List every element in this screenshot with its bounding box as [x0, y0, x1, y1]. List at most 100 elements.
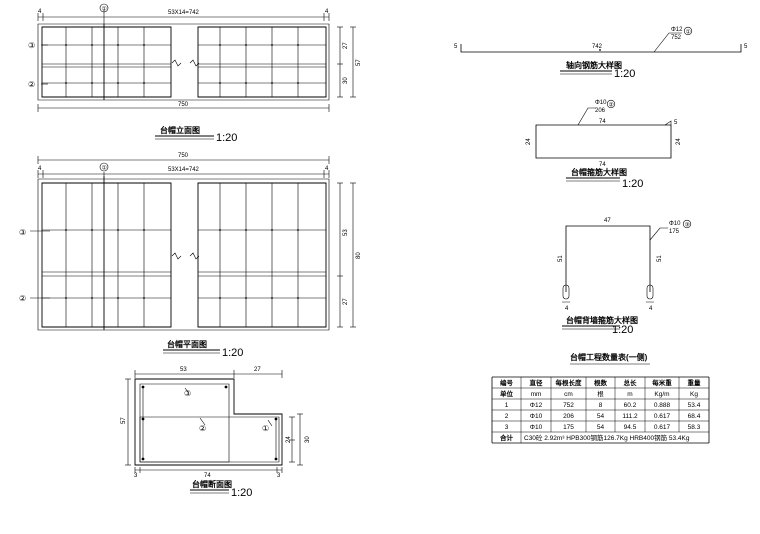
table-cell: 60.2	[624, 402, 637, 409]
plan-dim-top: 53X14=742	[168, 167, 200, 173]
plan-rebar-dots	[65, 229, 299, 299]
table-header-cell: 直径	[530, 378, 544, 387]
plan-dim-total: 750	[178, 153, 189, 159]
elevation-marker-2: ②	[28, 80, 35, 89]
section-dim-bottom: 74	[204, 473, 211, 479]
section-dim-right-b: 30	[305, 436, 311, 443]
table-cell: 752	[563, 402, 574, 409]
axial-detail	[461, 33, 741, 74]
section-dim-bottom-right: 3	[277, 473, 281, 479]
table-unit-cell: Kg/m	[654, 391, 669, 398]
backwall-marker-circle	[683, 220, 691, 228]
table-cell: 54	[597, 424, 605, 431]
plan-marker-top-circle	[100, 163, 108, 171]
elevation-dim-bottom: 750	[178, 102, 189, 108]
elevation-view	[38, 10, 356, 139]
stirrup-right: 24	[676, 138, 682, 145]
backwall-right: 51	[657, 255, 663, 262]
plan-title: 台帽平面图	[167, 339, 207, 349]
plan-dim-end-left: 4	[38, 166, 42, 172]
table-cell: 94.5	[624, 424, 637, 431]
stirrup-callout-dia: Φ10	[595, 100, 607, 106]
backwall-marker: ③	[685, 221, 690, 228]
table-header-cell: 重量	[688, 378, 702, 387]
table-cell: 68.4	[688, 413, 701, 420]
section-scale: 1:20	[231, 487, 252, 499]
table-header-cell: 编号	[500, 378, 514, 387]
section-view	[125, 370, 303, 493]
plan-view	[30, 156, 356, 353]
elevation-rebar-dots	[65, 44, 299, 84]
axial-marker: ①	[686, 28, 691, 35]
table-unit-cell: 单位	[500, 389, 514, 398]
plan-marker-top: ①	[102, 164, 107, 171]
table-cell: 53.4	[688, 402, 701, 409]
table-cell: Φ12	[530, 402, 543, 409]
table-unit-cell: 根	[597, 389, 604, 398]
plan-marker-2: ②	[19, 294, 26, 303]
elevation-title: 台帽立面图	[160, 125, 200, 135]
table-cell: Φ10	[530, 413, 543, 420]
backwall-callout-len: 175	[669, 229, 680, 235]
elevation-dim-top: 53X14=742	[168, 10, 200, 16]
table-title: 台帽工程数量表(一侧)	[570, 352, 648, 362]
table-total-text: C30砼 2.92m³ HPB300钢筋126.7Kg HRB400钢筋 53.…	[524, 433, 690, 442]
section-marker-3: ③	[184, 389, 191, 398]
table-cell: 54	[597, 413, 605, 420]
table-cell: 0.617	[654, 413, 671, 420]
stirrup-bottom: 74	[599, 162, 606, 168]
section-marker-1: ①	[262, 424, 269, 433]
table-cell: 3	[505, 424, 509, 431]
table-cell: Φ10	[530, 424, 543, 431]
stirrup-scale: 1:20	[622, 178, 643, 190]
backwall-top: 47	[604, 218, 611, 224]
plan-marker-3: ③	[19, 228, 26, 237]
table-header-cell: 每根长度	[556, 378, 583, 387]
table-cell: 2	[505, 413, 509, 420]
table-unit-cell: mm	[531, 391, 542, 398]
section-dim-right-a: 24	[286, 436, 292, 443]
elevation-marker-top-circle	[100, 4, 108, 12]
backwall-foot-left: 4	[565, 306, 569, 312]
axial-title: 轴向钢筋大样图	[566, 60, 622, 70]
table-cell: 175	[563, 424, 574, 431]
stirrup-marker-circle	[607, 100, 615, 108]
table-unit-cell: m	[627, 391, 632, 398]
plan-dim-end-right: 4	[325, 166, 329, 172]
stirrup-top: 74	[599, 119, 606, 125]
section-dim-top-a: 53	[180, 367, 187, 373]
plan-dim-right-total: 80	[356, 252, 362, 259]
table-header-cell: 总长	[624, 378, 638, 387]
axial-callout-len: 752	[671, 35, 682, 41]
backwall-foot-right: 4	[649, 306, 653, 312]
section-dim-left: 57	[121, 417, 127, 424]
table-cell: 206	[563, 413, 574, 420]
backwall-left: 51	[558, 255, 564, 262]
axial-marker-circle	[684, 27, 692, 35]
table-cell: 0.888	[654, 402, 671, 409]
elevation-dim-right-b: 30	[343, 77, 349, 84]
backwall-title: 台帽背墙箍筋大样图	[566, 315, 638, 325]
table-unit-cell: Kg	[690, 391, 698, 398]
stirrup-title: 台帽箍筋大样图	[571, 167, 627, 177]
stirrup-callout-len: 206	[595, 108, 606, 114]
section-rebar-dots	[141, 385, 278, 461]
plan-dim-right-b: 27	[343, 298, 349, 305]
elevation-marker-3: ③	[28, 41, 35, 50]
table-cell: 1	[505, 402, 509, 409]
axial-length: 742	[592, 44, 603, 50]
table-header-cell: 每米重	[652, 378, 672, 387]
plan-scale: 1:20	[222, 347, 243, 359]
table-cell: 8	[599, 402, 603, 409]
backwall-scale: 1:20	[612, 324, 633, 336]
stirrup-marker: ②	[609, 101, 614, 108]
table-unit-cell: cm	[564, 391, 573, 398]
table-total-label: 合计	[499, 433, 514, 442]
stirrup-hook: 5	[674, 120, 678, 126]
elevation-dim-end-left: 4	[38, 9, 42, 15]
table-cell: 58.3	[688, 424, 701, 431]
axial-scale: 1:20	[614, 68, 635, 80]
section-title: 台帽断面图	[192, 479, 232, 489]
section-marker-2: ②	[199, 424, 206, 433]
